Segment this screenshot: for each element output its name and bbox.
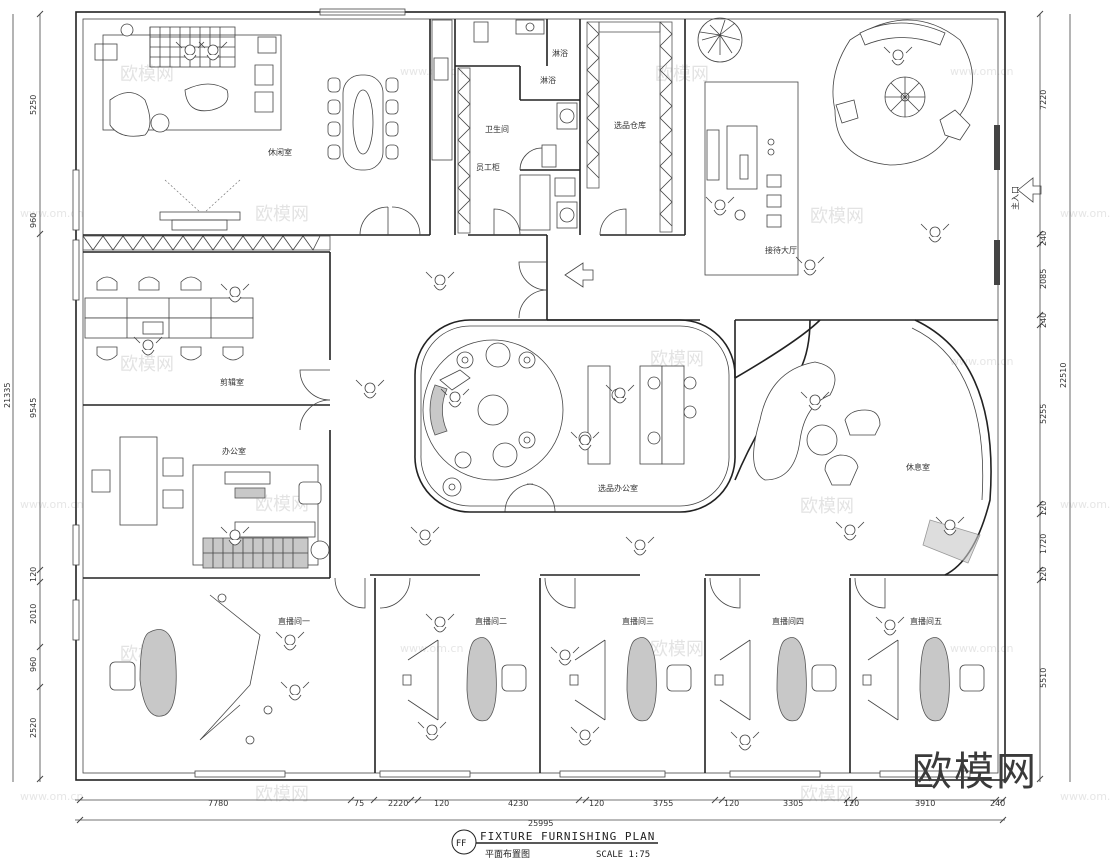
room-label-toilet: 卫生间 <box>485 124 509 134</box>
room-label-rest: 休息室 <box>906 462 930 472</box>
brand-text: 欧模网 <box>912 749 1038 795</box>
watermark-url: www.om.cn <box>1060 790 1111 803</box>
room-label-office: 办公室 <box>222 446 246 456</box>
watermark-url: www.om.cn <box>400 642 463 655</box>
office <box>91 436 330 569</box>
dim-text: 3910 <box>915 799 935 808</box>
dim-text: 120 <box>1039 501 1048 516</box>
watermark-text: 欧模网 <box>800 496 854 517</box>
dim-text: 960 <box>29 213 38 228</box>
watermark-text: 欧模网 <box>810 206 864 227</box>
dim-text: 7780 <box>208 799 228 808</box>
dim-text: 2010 <box>29 604 38 624</box>
dim-text: 120 <box>29 567 38 582</box>
room-label-reception: 接待大厅 <box>765 245 797 255</box>
dim-text: 120 <box>434 799 449 808</box>
dim-text: 5255 <box>1039 404 1048 424</box>
title-badge: FF <box>456 839 466 849</box>
watermark-url: www.om.cn <box>950 642 1013 655</box>
people-figures <box>133 41 965 751</box>
doors <box>299 147 886 609</box>
watermark-url: www.om.cn <box>950 65 1013 78</box>
lounge <box>94 19 453 231</box>
windows <box>72 8 1000 778</box>
walls <box>75 11 1006 781</box>
room-label-lounge: 休闲室 <box>268 147 292 157</box>
room-label-selection-office: 选品办公室 <box>598 483 638 493</box>
selection-office <box>414 319 736 513</box>
dim-text: 2520 <box>29 718 38 738</box>
dim-text: 4230 <box>508 799 528 808</box>
watermark-url: www.om.cn <box>20 790 83 803</box>
dim-text: 3305 <box>783 799 803 808</box>
dim-text: 5250 <box>29 95 38 115</box>
room-label-live-5: 直播间五 <box>910 616 942 626</box>
dim-text: 240 <box>990 799 1005 808</box>
title-block: FF FIXTURE FURNISHING PLAN 平面布置图 SCALE 1… <box>451 829 658 860</box>
watermark-url: www.om.cn <box>20 207 83 220</box>
dim-text: 1720 <box>1039 534 1048 554</box>
plan-scale: SCALE 1:75 <box>596 850 650 860</box>
watermark-text: 欧模网 <box>120 354 174 375</box>
watermark-text: 欧模网 <box>255 204 309 225</box>
dim-text: 240 <box>1039 231 1048 246</box>
watermark-text: 欧模网 <box>120 64 174 85</box>
dim-text: 120 <box>844 799 859 808</box>
dim-text: 120 <box>1039 567 1048 582</box>
room-label-live-4: 直播间四 <box>772 616 804 626</box>
watermark-text: 欧模网 <box>255 494 309 515</box>
reception <box>697 17 799 276</box>
watermark-url: www.om.cn <box>1060 207 1111 220</box>
watermark-text: 欧模网 <box>650 639 704 660</box>
brand-logo: 欧模网 <box>912 749 1038 795</box>
dim-text: 3755 <box>653 799 673 808</box>
watermark-url: www.om.cn <box>20 498 83 511</box>
dim-text: 7220 <box>1039 90 1048 110</box>
watermark-url: www.om.cn <box>1060 498 1111 511</box>
bathroom <box>473 19 578 231</box>
dim-text: 5510 <box>1039 668 1048 688</box>
room-label-entrance: 主入口 <box>1010 186 1020 210</box>
room-label-live-1: 直播间一 <box>278 616 310 626</box>
watermark-text: 欧模网 <box>650 349 704 370</box>
dim-text: 9545 <box>29 398 38 418</box>
room-label-shower-1: 淋浴 <box>552 48 568 58</box>
room-label-editing: 剪辑室 <box>220 377 244 387</box>
dim-text: 240 <box>1039 313 1048 328</box>
dim-text: 22510 <box>1059 363 1068 388</box>
dim-total: 25995 <box>528 819 553 828</box>
entrance-area <box>832 19 1042 203</box>
room-labels: 休闲室 卫生间 员工柜 淋浴 淋浴 选品仓库 接待大厅 主入口 剪辑室 办公室 … <box>220 48 1020 626</box>
dim-text: 21335 <box>3 383 12 408</box>
watermark-text: 欧模网 <box>655 64 709 85</box>
live-rooms <box>109 593 985 745</box>
room-label-live-3: 直播间三 <box>622 616 654 626</box>
dim-text: 960 <box>29 657 38 672</box>
rest-room <box>734 319 992 576</box>
dim-text: 2085 <box>1039 269 1048 289</box>
editing-room <box>84 276 254 361</box>
room-label-live-2: 直播间二 <box>475 616 507 626</box>
plan-subtitle: 平面布置图 <box>485 848 530 860</box>
plan-title: FIXTURE FURNISHING PLAN <box>480 830 655 843</box>
dim-text: 2220 <box>388 799 408 808</box>
dim-text: 120 <box>724 799 739 808</box>
room-label-storage: 选品仓库 <box>614 120 646 130</box>
dim-text: 75 <box>354 799 364 808</box>
entrance-arrow-icon <box>564 262 594 288</box>
dimension-lines: 5250 960 9545 21335 120 2010 960 2520 72… <box>3 10 1071 828</box>
watermark-text: 欧模网 <box>255 784 309 805</box>
room-label-shower-2: 淋浴 <box>540 75 556 85</box>
dim-text: 120 <box>589 799 604 808</box>
room-label-staff-cabinet: 员工柜 <box>476 162 500 172</box>
